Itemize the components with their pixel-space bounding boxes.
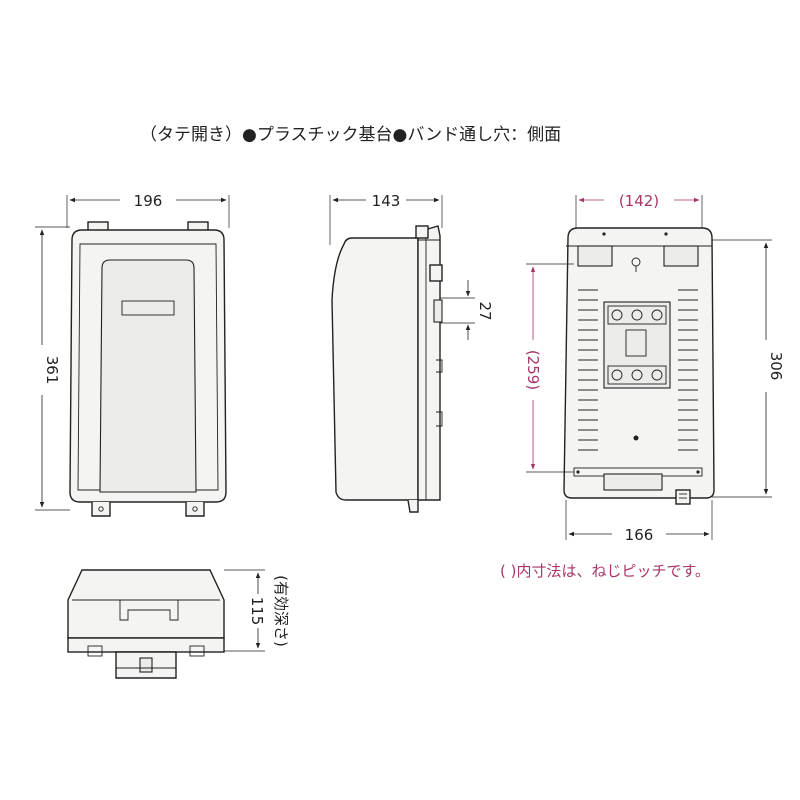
side-base-body [417, 225, 441, 501]
side-depth-label: 143 [372, 192, 401, 210]
band-slot [433, 299, 443, 323]
rear-mount-right [663, 245, 699, 267]
front-view: 196 361 [35, 192, 230, 517]
side-cover-body [331, 237, 419, 501]
rear-height-label: 306 [767, 352, 785, 381]
pitch-note: ( )内寸法は、ねじピッチです。 [500, 562, 710, 580]
rear-bottom-slot [603, 473, 663, 491]
breaker-module [603, 301, 671, 389]
side-view: 143 27 [329, 192, 494, 513]
front-foot-left [91, 502, 111, 517]
front-name-plate [121, 300, 175, 316]
bottom-view: 115 (有効深さ) [67, 569, 290, 679]
breaker-lever [625, 329, 647, 357]
slot-height-label: 27 [476, 301, 494, 320]
bottom-top-shell [67, 569, 225, 639]
front-inner-cover [99, 259, 197, 493]
rear-ribs-left [578, 289, 598, 451]
bottom-base [67, 637, 225, 653]
rear-pitch-width-label: (142) [619, 192, 659, 210]
side-foot [407, 499, 419, 513]
front-height-label: 361 [43, 356, 61, 385]
bottom-depth-label: 115 [248, 597, 266, 626]
page-title: （タテ開き）●プラスチック基台●バンド通し穴：側面 [140, 125, 561, 145]
rear-width-label: 166 [625, 526, 654, 544]
rear-mount-left [577, 245, 613, 267]
bottom-recess [119, 600, 179, 621]
front-width-label: 196 [134, 192, 163, 210]
front-foot-right [185, 502, 205, 517]
rear-view: (142) [524, 192, 785, 544]
rear-ribs-right [678, 289, 698, 451]
rear-pitch-height-label: (259) [524, 350, 542, 390]
front-cover-edge [77, 243, 219, 491]
side-latch [429, 264, 443, 282]
bottom-depth-note: (有効深さ) [272, 575, 290, 647]
